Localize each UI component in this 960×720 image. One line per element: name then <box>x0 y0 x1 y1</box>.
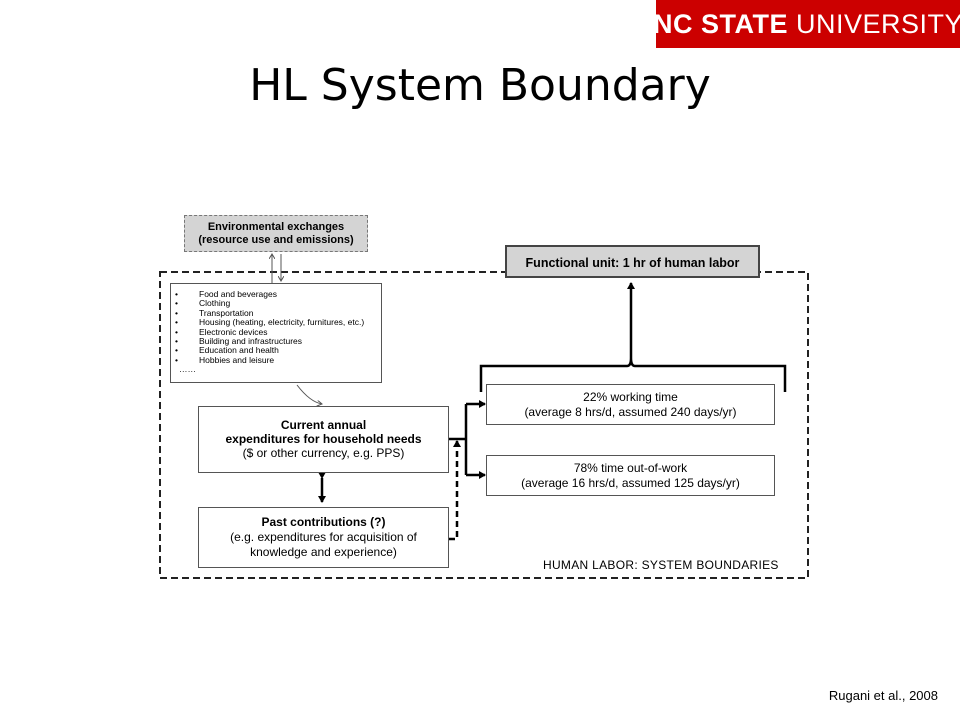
environmental-exchanges-box: Environmental exchanges (resource use an… <box>184 215 368 252</box>
functional-unit-box: Functional unit: 1 hr of human labor <box>505 245 760 278</box>
past-line3: knowledge and experience) <box>250 545 397 559</box>
system-boundary-frame <box>159 271 809 579</box>
list-item: •Food and beverages <box>175 289 277 299</box>
list-to-current-arrow <box>296 384 322 404</box>
working-time-box: 22% working time (average 8 hrs/d, assum… <box>486 384 775 425</box>
list-item: •Clothing <box>175 298 231 309</box>
list-item: •Electronic devices <box>175 326 268 337</box>
system-boundary-label: HUMAN LABOR: SYSTEM BOUNDARIES <box>543 558 779 572</box>
past-line2: (e.g. expenditures for acquisition of <box>230 530 417 544</box>
list-more: …… <box>179 364 196 375</box>
logo-rest-text: UNIVERSITY <box>795 8 960 39</box>
nc-state-logo: NC STATE UNIVERSITY <box>652 0 960 48</box>
env-line1: Environmental exchanges <box>207 221 345 233</box>
outofwork-line1: 78% time out-of-work <box>573 461 688 475</box>
citation: Rugani et al., 2008 <box>828 688 938 703</box>
slide-title: HL System Boundary <box>249 60 711 111</box>
list-item: •Hobbies and leisure <box>175 354 275 365</box>
working-line2: (average 8 hrs/d, assumed 240 days/yr) <box>524 405 737 419</box>
outofwork-line2: (average 16 hrs/d, assumed 125 days/yr) <box>521 476 740 490</box>
current-expenditures-box: Current annual expenditures for househol… <box>198 406 449 473</box>
past-contributions-box: Past contributions (?) (e.g. expenditure… <box>198 507 449 568</box>
list-item: •Building and infrastructures <box>175 336 303 347</box>
past-line1: Past contributions (?) <box>261 515 386 529</box>
current-line1: Current annual <box>280 418 367 432</box>
logo-bold-text: NC STATE <box>652 8 788 39</box>
household-needs-list: •Food and beverages •Clothing •Transport… <box>170 283 382 383</box>
list-item: •Education and health <box>175 345 279 356</box>
list-item: •Housing (heating, electricity, furnitur… <box>175 317 365 328</box>
working-line1: 22% working time <box>583 390 678 404</box>
past-dashed-connector <box>449 440 461 541</box>
list-item: •Transportation <box>175 307 254 318</box>
env-line2: (resource use and emissions) <box>198 234 354 246</box>
current-line2: expenditures for household needs <box>225 432 422 446</box>
out-of-work-box: 78% time out-of-work (average 16 hrs/d, … <box>486 455 775 496</box>
current-line3: ($ or other currency, e.g. PPS) <box>242 446 405 460</box>
